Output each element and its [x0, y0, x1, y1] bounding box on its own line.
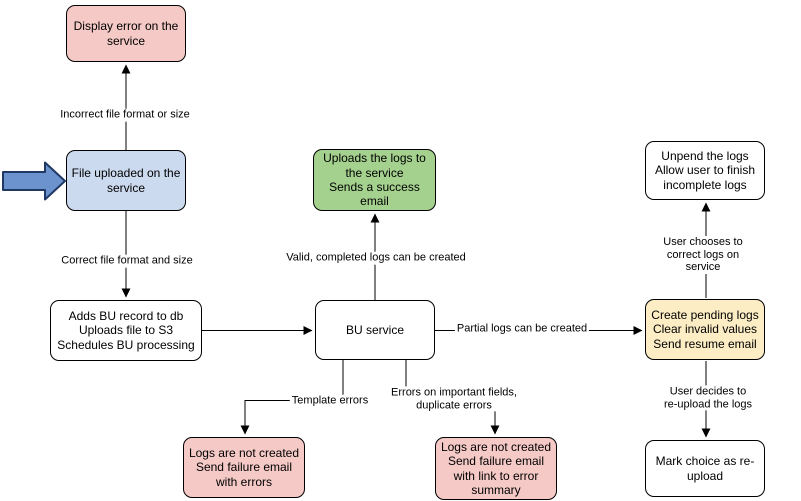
- edge-label-errors-important-fields: Errors on important fields, duplicate er…: [389, 386, 519, 412]
- node-uploads-logs-success: Uploads the logs to the service Sends a …: [313, 149, 436, 211]
- node-create-pending-logs-label: Create pending logs Clear invalid values…: [651, 307, 759, 351]
- node-display-error: Display error on the service: [66, 5, 186, 62]
- node-logs-not-created-summary-label: Logs are not created Send failure email …: [440, 439, 552, 497]
- node-adds-bu-record-label: Adds BU record to db Uploads file to S3 …: [57, 308, 195, 352]
- node-logs-not-created-errors: Logs are not created Send failure email …: [183, 437, 305, 498]
- node-logs-not-created-summary: Logs are not created Send failure email …: [435, 437, 557, 500]
- node-bu-service: BU service: [315, 300, 435, 360]
- node-mark-choice-reupload: Mark choice as re- upload: [645, 440, 765, 497]
- node-adds-bu-record: Adds BU record to db Uploads file to S3 …: [50, 300, 202, 361]
- node-create-pending-logs: Create pending logs Clear invalid values…: [645, 299, 765, 360]
- edge-label-valid-completed-logs: Valid, completed logs can be created: [284, 251, 468, 265]
- edge-label-correct-file-format: Correct file format and size: [59, 254, 195, 268]
- input-pointer-arrow-icon: [2, 161, 66, 201]
- edge-label-user-decides-reupload: User decides to re-upload the logs: [661, 385, 755, 411]
- edge-label-partial-logs: Partial logs can be created: [454, 322, 590, 336]
- node-file-uploaded: File uploaded on the service: [66, 150, 186, 211]
- edge-label-template-errors: Template errors: [289, 394, 371, 408]
- node-unpend-logs-label: Unpend the logs Allow user to finish inc…: [654, 148, 756, 192]
- node-file-uploaded-label: File uploaded on the service: [71, 166, 181, 195]
- node-logs-not-created-errors-label: Logs are not created Send failure email …: [188, 445, 300, 489]
- node-unpend-logs: Unpend the logs Allow user to finish inc…: [645, 141, 765, 200]
- edge-label-incorrect-file-format: Incorrect file format or size: [58, 108, 192, 122]
- node-display-error-label: Display error on the service: [73, 19, 179, 48]
- node-mark-choice-reupload-label: Mark choice as re- upload: [655, 454, 755, 483]
- node-uploads-logs-success-label: Uploads the logs to the service Sends a …: [323, 151, 426, 209]
- node-bu-service-label: BU service: [345, 322, 404, 337]
- edge-label-user-chooses-correct: User chooses to correct logs on service: [654, 236, 752, 274]
